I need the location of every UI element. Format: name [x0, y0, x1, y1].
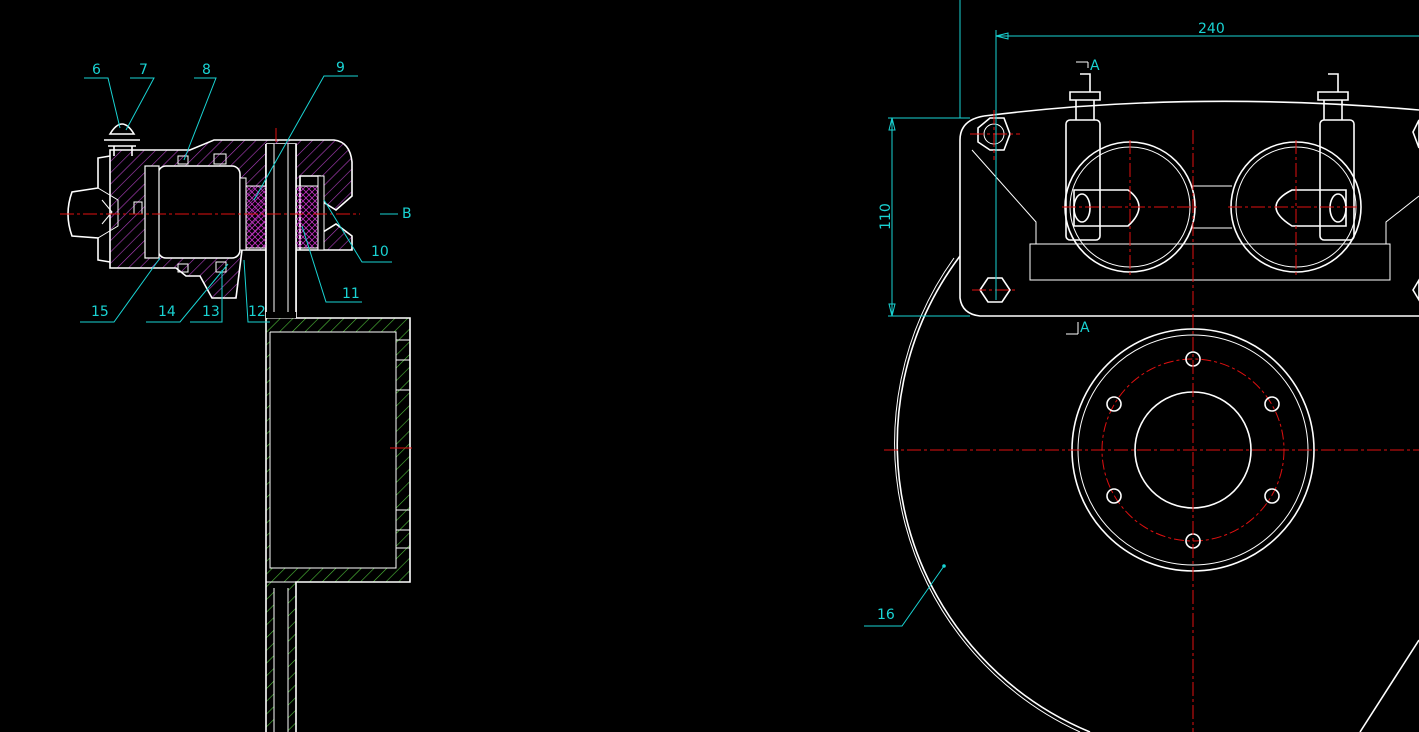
dimension-width: 240 — [959, 0, 1419, 300]
dimension-height: 110 — [878, 117, 970, 317]
callout-12: 12 — [248, 304, 266, 320]
section-mark-a-bottom: A — [1080, 320, 1090, 336]
section-mark-a-top: A — [1090, 58, 1100, 74]
caliper-section — [67, 123, 353, 318]
callout-9: 9 — [336, 60, 345, 76]
callout-10: 10 — [371, 244, 389, 260]
front-view: 240 110 A A 16 — [864, 0, 1419, 732]
section-view: B 6 7 8 9 10 11 12 13 14 15 — [60, 60, 412, 732]
callout-15: 15 — [91, 304, 109, 320]
callout-6: 6 — [92, 62, 101, 78]
callout-16: 16 — [877, 607, 895, 623]
callout-11: 11 — [342, 286, 360, 302]
section-callouts: 6 7 8 9 10 11 12 13 14 15 — [80, 60, 392, 323]
caliper-front — [959, 73, 1419, 317]
callout-8: 8 — [202, 62, 211, 78]
dimension-110: 110 — [878, 203, 894, 230]
callout-13: 13 — [202, 304, 220, 320]
callout-7: 7 — [139, 62, 148, 78]
callout-14: 14 — [158, 304, 176, 320]
dimension-240: 240 — [1198, 21, 1225, 37]
disc-hub-section — [265, 143, 411, 732]
section-mark-b: B — [402, 206, 412, 222]
bolt-holes — [1106, 351, 1280, 549]
